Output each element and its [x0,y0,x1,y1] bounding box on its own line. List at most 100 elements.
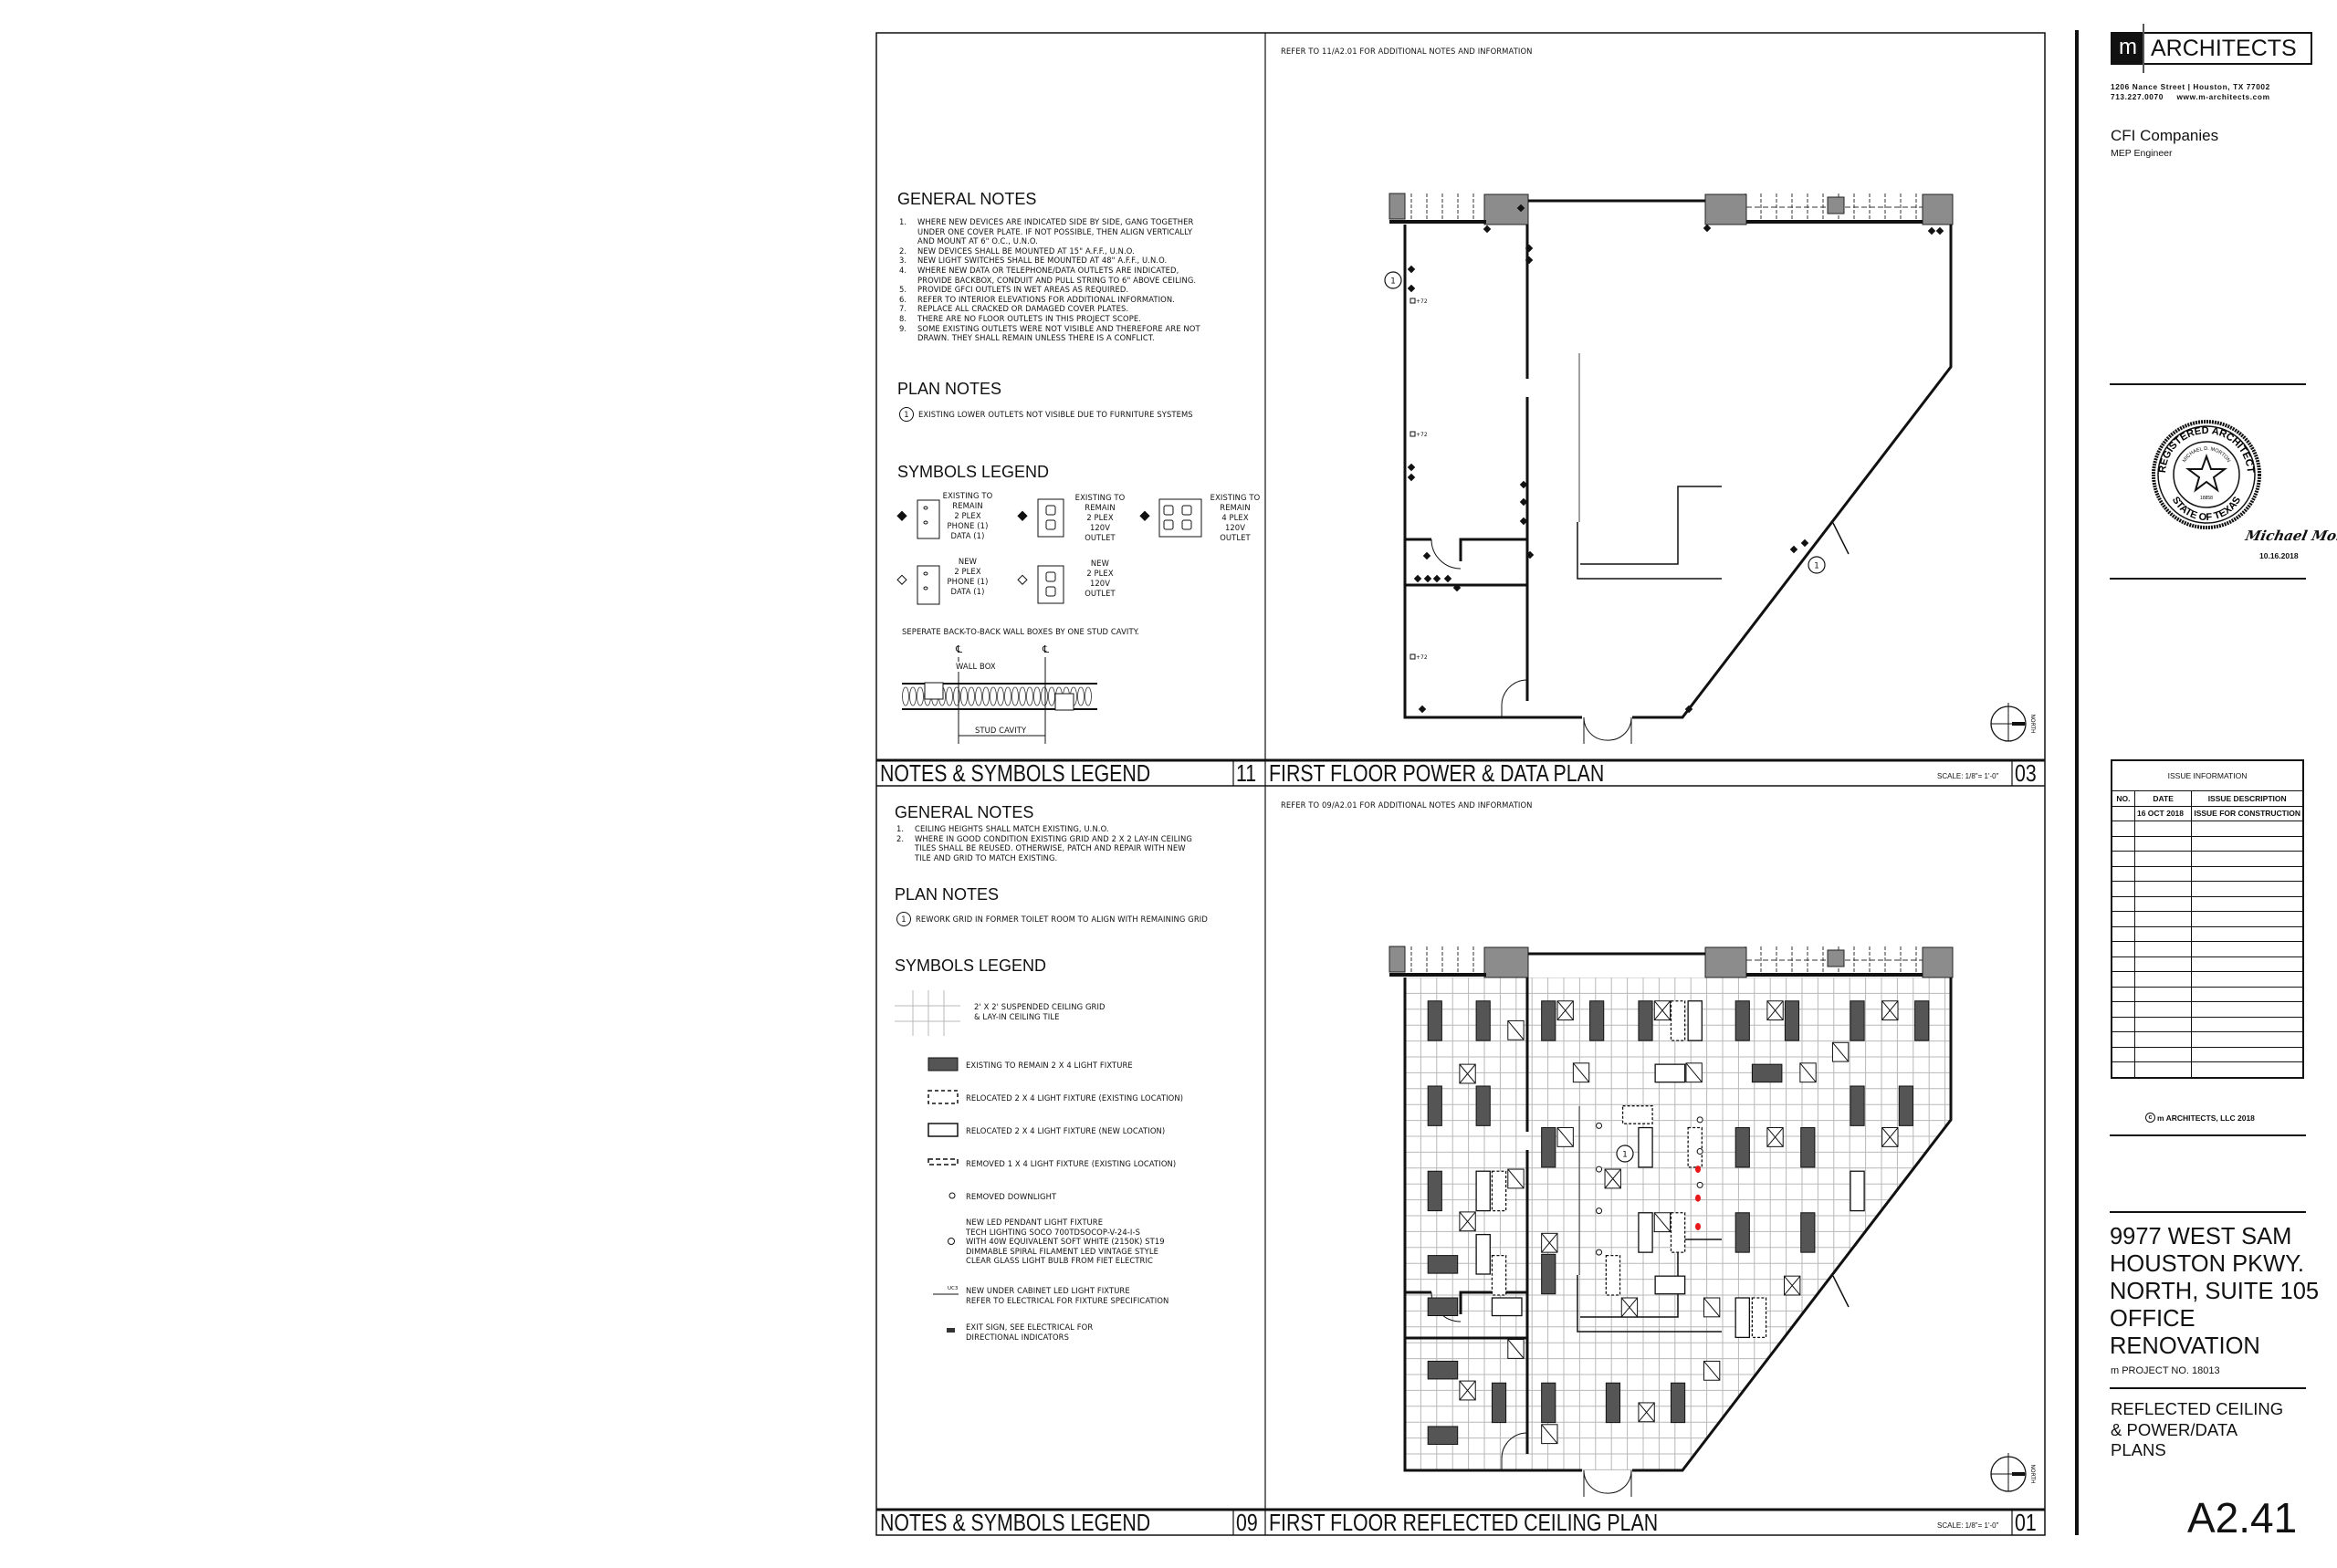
existing-fixture [1914,1000,1930,1041]
note-text: SOME EXISTING OUTLETS WERE NOT VISIBLE A… [917,323,1200,333]
insulation-icon [1004,686,1011,706]
drawing-title: FIRST FLOOR POWER & DATA PLAN [1269,759,1605,787]
wall [1403,225,1582,719]
ceiling-symbol-label-line: DIRECTIONAL INDICATORS [966,1332,1069,1342]
outlet-symbol [1519,517,1528,526]
issue-cell [2111,1031,2135,1048]
exit-sign-icon [947,1328,955,1333]
relocated-fixture-new [1687,1000,1703,1041]
issue-cell [2191,865,2304,882]
drawing-title: FIRST FLOOR REFLECTED CEILING PLAN [1269,1509,1659,1536]
issue-cell [2133,821,2193,837]
outlet-symbol [1525,550,1535,559]
issue-row-empty [2111,821,2304,837]
existing-fixture [1427,1170,1442,1212]
door-swing [1501,1432,1528,1470]
issue-cell [2191,835,2304,852]
note-number: 3. [899,256,907,266]
outlet-symbol [1703,224,1712,233]
column [1922,946,1954,978]
door-swing [1501,679,1528,717]
column [1389,193,1406,220]
receptacle-icon [1045,505,1056,516]
note-line: 2.NEW DEVICES SHALL BE MOUNTED AT 15" A.… [899,246,1200,256]
tile-mark [1832,1041,1850,1062]
removed-fixture-icon [927,1158,959,1166]
note-line: 2.WHERE IN GOOD CONDITION EXISTING GRID … [896,834,1192,844]
outlet-symbol [1407,284,1416,293]
existing-fixture [1734,1127,1750,1168]
note-number: 4. [899,265,907,275]
issue-cell [2191,1001,2304,1018]
existing-fixture [1541,1127,1556,1168]
device-plate-icon [1037,565,1064,604]
insulation-icon [1019,686,1026,706]
column [1827,196,1845,214]
walls [1403,225,1953,719]
plan-tags: 1 [1616,1145,1634,1163]
tile-mark [1799,1062,1817,1082]
column [1922,193,1954,225]
symbol-label-line: DATA (1) [950,587,985,596]
pendant-fixture [1696,1148,1703,1155]
pendant-fixture [1696,1181,1703,1188]
door-swing [1430,538,1462,570]
plan-tags: 11+72+72+72 [1384,271,1826,661]
issue-cell [2111,881,2135,897]
symbol-label-line: 120V [1089,579,1111,588]
wall [1459,538,1527,561]
highlighted-pendant [1694,1166,1701,1174]
issue-cell [2111,835,2135,852]
refer-note: REFER TO 09/A2.01 FOR ADDITIONAL NOTES A… [1281,800,1533,810]
copyright: c m ARCHITECTS, LLC 2018 [2145,1113,2255,1123]
legend-number: 11 [1236,759,1257,787]
note-line: 1.WHERE NEW DEVICES ARE INDICATED SIDE B… [899,217,1200,227]
pendant-fixture [1596,1122,1603,1129]
insulation-icon [917,686,924,706]
existing-fixture [1800,1127,1816,1168]
note-text: THERE ARE NO FLOOR OUTLETS IN THIS PROJE… [917,313,1142,323]
existing-fixture [1605,1382,1621,1424]
outlet-symbol [1423,574,1432,583]
issue-row-empty [2111,881,2304,897]
tile-mark [1556,1000,1574,1020]
note-number [899,276,917,286]
seal-outer-ring [2152,420,2261,529]
issue-cell [2191,1061,2304,1078]
tile-mark [1541,1233,1558,1253]
receptacle-icon [923,571,928,576]
relocated-fixture-new [1850,1170,1865,1212]
column [1483,946,1529,978]
issue-cell [2191,851,2304,867]
tile-mark [1881,1000,1899,1020]
refer-note: REFER TO 11/A2.01 FOR ADDITIONAL NOTES A… [1281,47,1533,56]
note-number: 1. [896,824,905,833]
existing-fixture [1850,1000,1865,1041]
symbol-label-line: REMAIN [1085,503,1116,512]
counter [1577,522,1722,580]
issue-cell [2191,1046,2304,1062]
firm-address: 1206 Nance Street | Houston, TX 77002 [2111,82,2270,91]
issue-cell [2133,1061,2193,1078]
note-number: 2. [896,833,905,843]
note-text: WHERE NEW DATA OR TELEPHONE/DATA OUTLETS… [917,265,1179,275]
existing-fixture [1427,1255,1459,1274]
legend-number: 09 [1236,1509,1258,1536]
tile-mark [1459,1211,1476,1232]
note-line: UNDER ONE COVER PLATE. IF NOT POSSIBLE, … [899,227,1200,237]
symbol-label-line: REMAIN [1220,503,1251,512]
existing-fixture [1800,1212,1816,1253]
note-number [899,236,917,246]
issue-row-empty [2111,895,2304,912]
outlet-box [1410,653,1416,660]
insulation-icon [953,686,960,706]
logo-divider [2143,24,2144,73]
note-number [899,227,917,237]
existing-fixture [1427,1297,1459,1317]
project-line: HOUSTON PKWY. [2110,1251,2305,1277]
